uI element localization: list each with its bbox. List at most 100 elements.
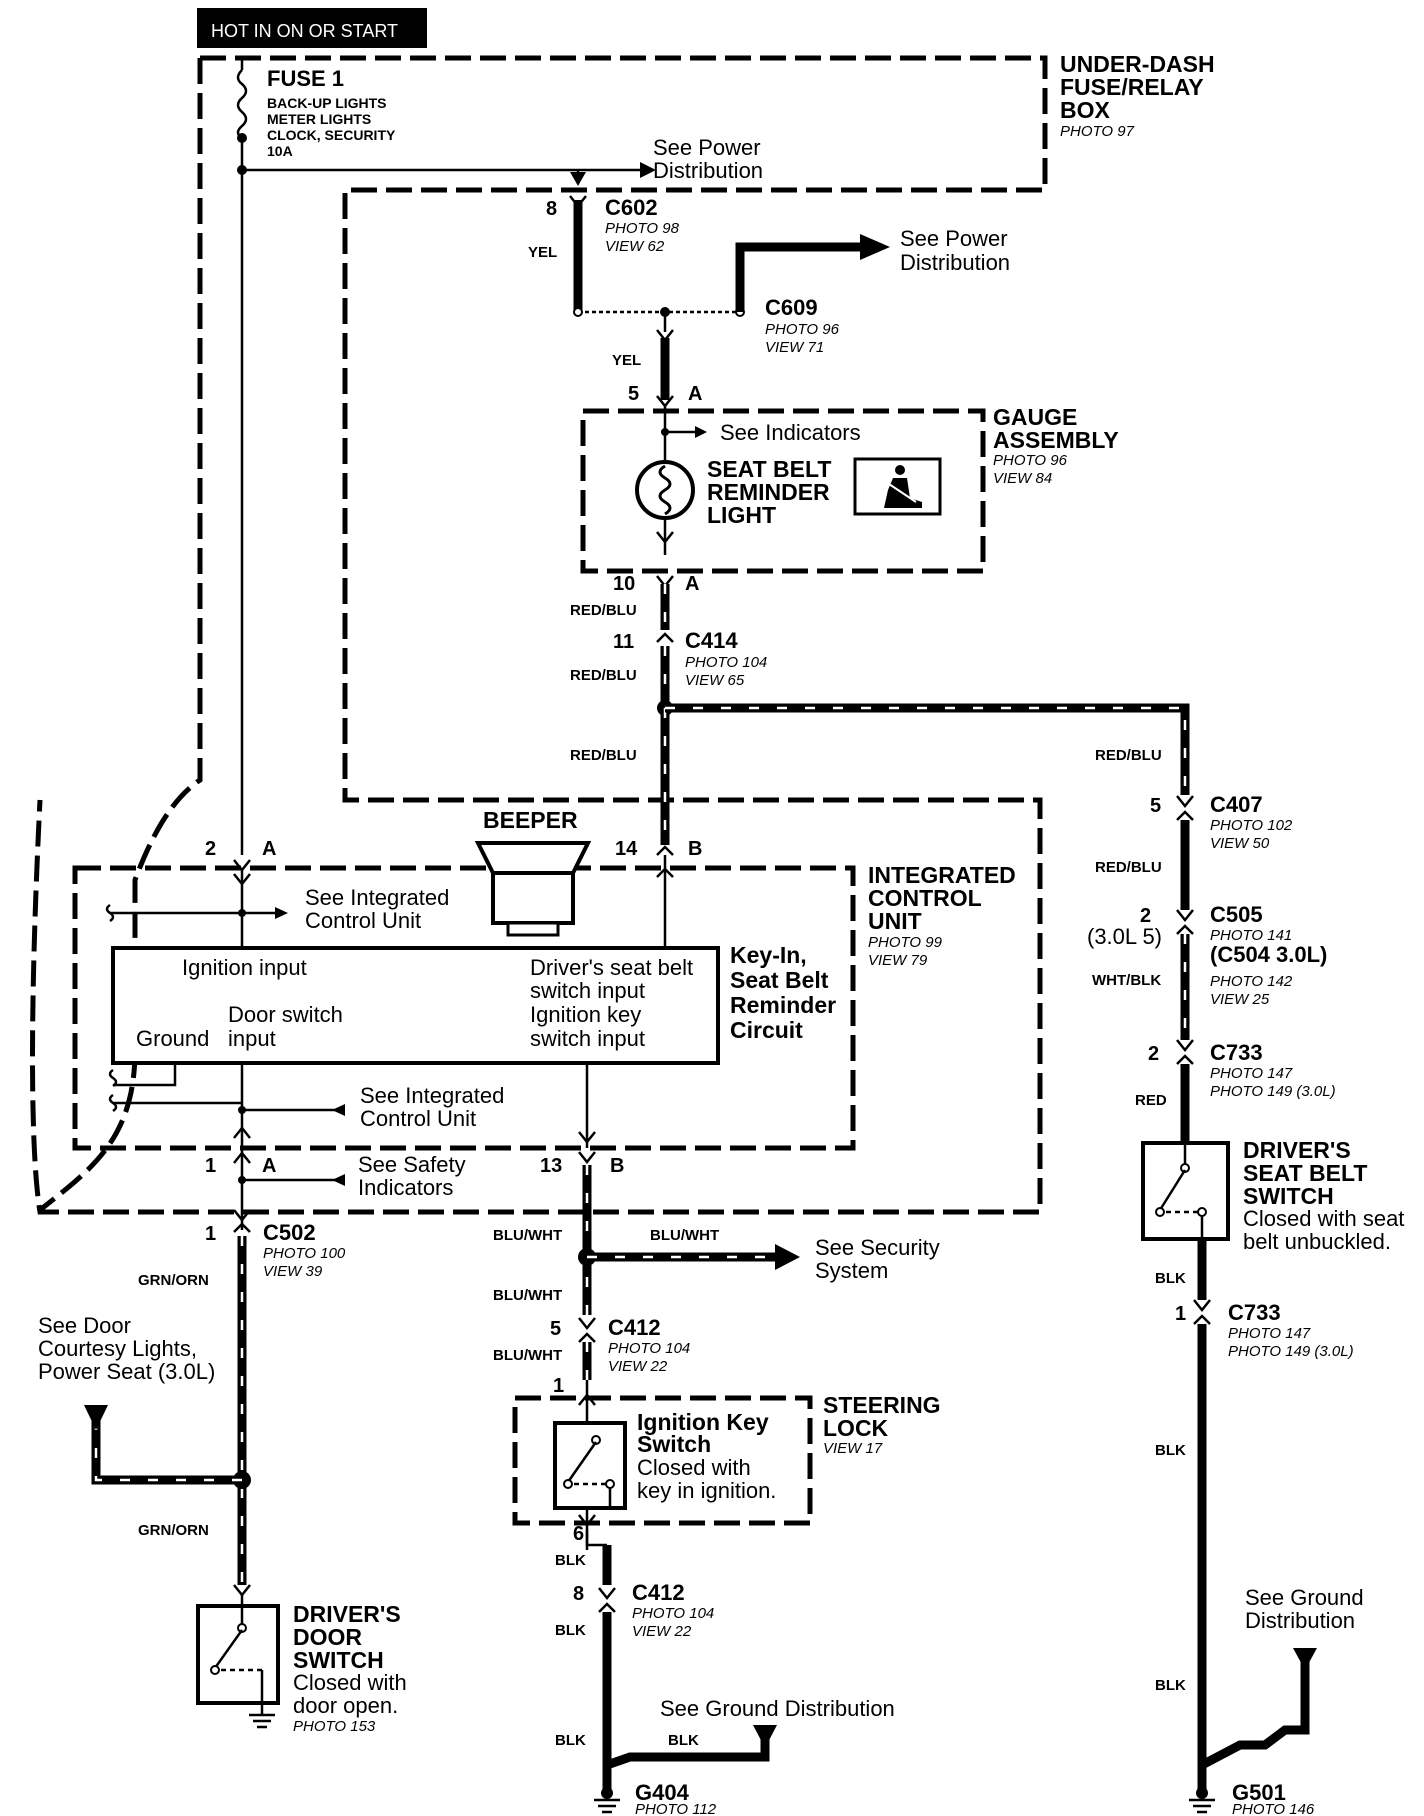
icu-ground: Ground: [136, 1026, 209, 1051]
c414-label: C414: [685, 628, 738, 653]
fuse-desc-4: 10A: [267, 143, 293, 159]
c505-photo: PHOTO 141: [1210, 927, 1292, 944]
icu-pin-14: 14: [615, 838, 638, 860]
gauge-in-pin: 5: [628, 383, 639, 405]
icu-box: [72, 865, 856, 1151]
ign-switch-1: Ignition Key: [637, 1409, 769, 1435]
c412a-view: VIEW 22: [608, 1358, 668, 1375]
ign-switch-desc-2: key in ignition.: [637, 1478, 776, 1503]
g501-label: G501: [1232, 1780, 1286, 1805]
see-safety-ref-b: Indicators: [358, 1175, 453, 1200]
fuse-label: FUSE 1: [267, 66, 344, 91]
gauge-out-side: A: [685, 573, 699, 595]
wire-yel-1: YEL: [528, 244, 557, 261]
ground-dist-arrow-1: [753, 1725, 777, 1748]
c502-view: VIEW 39: [263, 1263, 323, 1280]
icu-title-1: INTEGRATED: [868, 862, 1016, 888]
see-safety-ref-a: See Safety: [358, 1152, 466, 1177]
door-switch-title-1: DRIVER'S: [293, 1601, 401, 1627]
wire-grn-orn-1: GRN/ORN: [138, 1272, 209, 1289]
c505-alt: (C504 3.0L): [1210, 942, 1327, 967]
ignition-key-switch-box: [553, 1421, 627, 1510]
see-icu-ref-1b: Control Unit: [305, 908, 421, 933]
gauge-view: VIEW 84: [993, 470, 1052, 487]
wire-blk-1: BLK: [555, 1552, 586, 1569]
c733b-pin: 1: [1175, 1303, 1186, 1325]
beeper-horn: [474, 841, 592, 875]
see-icu-ref-2b: Control Unit: [360, 1106, 476, 1131]
hot-label: HOT IN ON OR START: [211, 21, 398, 41]
ground-dist-arrow-2: [1293, 1648, 1317, 1670]
c502-pin: 1: [205, 1223, 216, 1245]
seat-switch-title-2: SEAT BELT: [1243, 1160, 1367, 1186]
wire-red-blu-1: RED/BLU: [570, 602, 637, 619]
c414-view: VIEW 65: [685, 672, 745, 689]
icu-seat-belt-1: Driver's seat belt: [530, 955, 693, 980]
c412b-pin: 8: [573, 1583, 584, 1605]
wire-blk-7: BLK: [1155, 1677, 1186, 1694]
fuse-desc-2: METER LIGHTS: [267, 111, 371, 127]
c602-pin: 8: [546, 198, 557, 220]
g501-ground-icon: [1189, 1798, 1215, 1814]
fuse-box-photo: PHOTO 97: [1060, 123, 1135, 140]
see-indicators-ref: See Indicators: [720, 420, 861, 445]
seat-switch-desc-1: Closed with seat: [1243, 1206, 1404, 1231]
wire-blk-3: BLK: [555, 1732, 586, 1749]
icu-pin-2-side: A: [262, 838, 276, 860]
door-switch-title-2: DOOR: [293, 1624, 362, 1650]
beeper-body: [491, 871, 575, 925]
c733a-photo: PHOTO 147: [1210, 1065, 1293, 1082]
c602-photo: PHOTO 98: [605, 220, 680, 237]
c609-view: VIEW 71: [765, 339, 824, 356]
icu-pin-13: 13: [540, 1155, 562, 1177]
icu-ign-key-1: Ignition key: [530, 1002, 641, 1027]
seat-belt-switch-box: [1141, 1141, 1230, 1241]
gauge-title-2: ASSEMBLY: [993, 427, 1119, 453]
wire-blk-6: BLK: [1155, 1442, 1186, 1459]
power-dist-ref-1b: Distribution: [653, 158, 763, 183]
power-dist-wire-2: [735, 242, 860, 312]
seat-belt-icon: [884, 465, 922, 508]
see-security-ref-a: See Security: [815, 1235, 940, 1260]
icu-title-3: UNIT: [868, 908, 922, 934]
c733a-photo2: PHOTO 149 (3.0L): [1210, 1083, 1336, 1100]
c502-photo: PHOTO 100: [263, 1245, 346, 1262]
door-courtesy-ref-2: Courtesy Lights,: [38, 1336, 197, 1361]
steering-lock-box: [512, 1395, 813, 1526]
icu-pin-2: 2: [205, 838, 216, 860]
sl-pin-6: 6: [573, 1523, 584, 1545]
c407-label: C407: [1210, 792, 1263, 817]
ground-dist-ref-2a: See Ground: [1245, 1585, 1364, 1610]
gauge-photo: PHOTO 96: [993, 452, 1068, 469]
c733b-label: C733: [1228, 1300, 1281, 1325]
icu-circuit-3: Reminder: [730, 992, 836, 1018]
wire-blk-5: BLK: [1155, 1270, 1186, 1287]
power-dist-ref-2a: See Power: [900, 226, 1008, 251]
hot-label-box: [197, 8, 427, 48]
icu-circuit-box: [111, 946, 720, 1065]
door-courtesy-ref-3: Power Seat (3.0L): [38, 1359, 215, 1384]
gauge-title-1: GAUGE: [993, 404, 1077, 430]
gauge-in-side: A: [688, 383, 702, 405]
sl-pin-1: 1: [553, 1375, 564, 1397]
c505-photo2: PHOTO 142: [1210, 973, 1293, 990]
c505-pin: 2: [1140, 905, 1151, 927]
wire-red-blu-3: RED/BLU: [570, 747, 637, 764]
wire-blu-wht-2: BLU/WHT: [650, 1227, 719, 1244]
seat-switch-desc-2: belt unbuckled.: [1243, 1229, 1391, 1254]
gauge-out-pin: 10: [613, 573, 635, 595]
c502-label: C502: [263, 1220, 316, 1245]
fuse-box-title-2: FUSE/RELAY: [1060, 74, 1204, 100]
wire-blu-wht-1: BLU/WHT: [493, 1227, 562, 1244]
steering-title-2: LOCK: [823, 1415, 889, 1441]
c412a-photo: PHOTO 104: [608, 1340, 690, 1357]
security-arrow: [775, 1244, 800, 1270]
g404-photo: PHOTO 112: [635, 1801, 717, 1816]
c505-pin-alt: (3.0L 5): [1087, 924, 1162, 949]
c505-view: VIEW 25: [1210, 991, 1270, 1008]
c412b-photo: PHOTO 104: [632, 1605, 714, 1622]
wire-red-blu-2: RED/BLU: [570, 667, 637, 684]
icu-title-2: CONTROL: [868, 885, 982, 911]
see-icu-ref-1a: See Integrated: [305, 885, 449, 910]
